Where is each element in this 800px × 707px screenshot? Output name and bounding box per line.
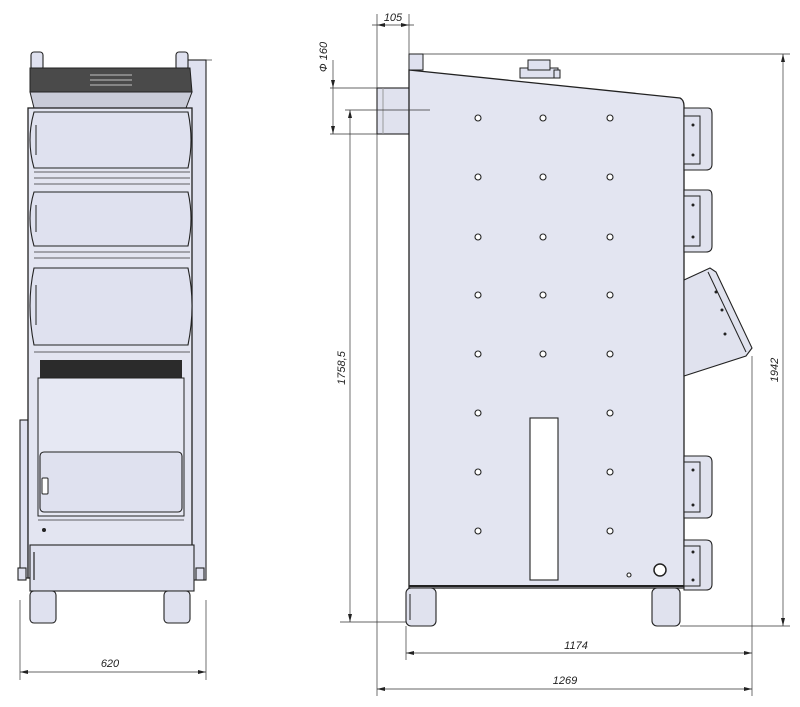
front-top-pipe-left (30, 51, 44, 71)
front-ash-door (39, 451, 183, 513)
side-leg-front (405, 587, 437, 627)
side-leg-back (651, 587, 681, 627)
side-view: 105 Ф 160 1758,5 1942 1174 (318, 12, 790, 696)
front-leg-right (163, 590, 191, 624)
dim-total-height: 1942 (769, 358, 781, 382)
side-drain-fitting (653, 563, 667, 577)
dim-flue-height: 1758,5 (336, 350, 348, 385)
front-left-strip (19, 419, 29, 579)
front-dark-opening (40, 360, 182, 378)
dim-body-depth: 1174 (564, 640, 588, 652)
flue-pipe (376, 87, 412, 135)
side-chimney-connector (527, 59, 551, 71)
front-top-pipe-right (175, 51, 189, 71)
side-door-handles (683, 107, 753, 591)
dim-front-width: 620 (101, 658, 120, 670)
side-inspection-slot (529, 417, 559, 581)
dim-flue-offset: 105 (384, 12, 403, 24)
front-loading-door (29, 267, 193, 346)
side-body (408, 69, 685, 589)
dim-flue-diameter: Ф 160 (318, 41, 330, 72)
front-view: 620 (17, 51, 212, 680)
front-plinth (29, 544, 195, 592)
front-leg-left (29, 590, 57, 624)
dim-total-depth: 1269 (553, 675, 577, 687)
front-door-upper (29, 111, 192, 169)
front-door-middle (29, 191, 192, 247)
side-top-fitting (408, 53, 424, 71)
